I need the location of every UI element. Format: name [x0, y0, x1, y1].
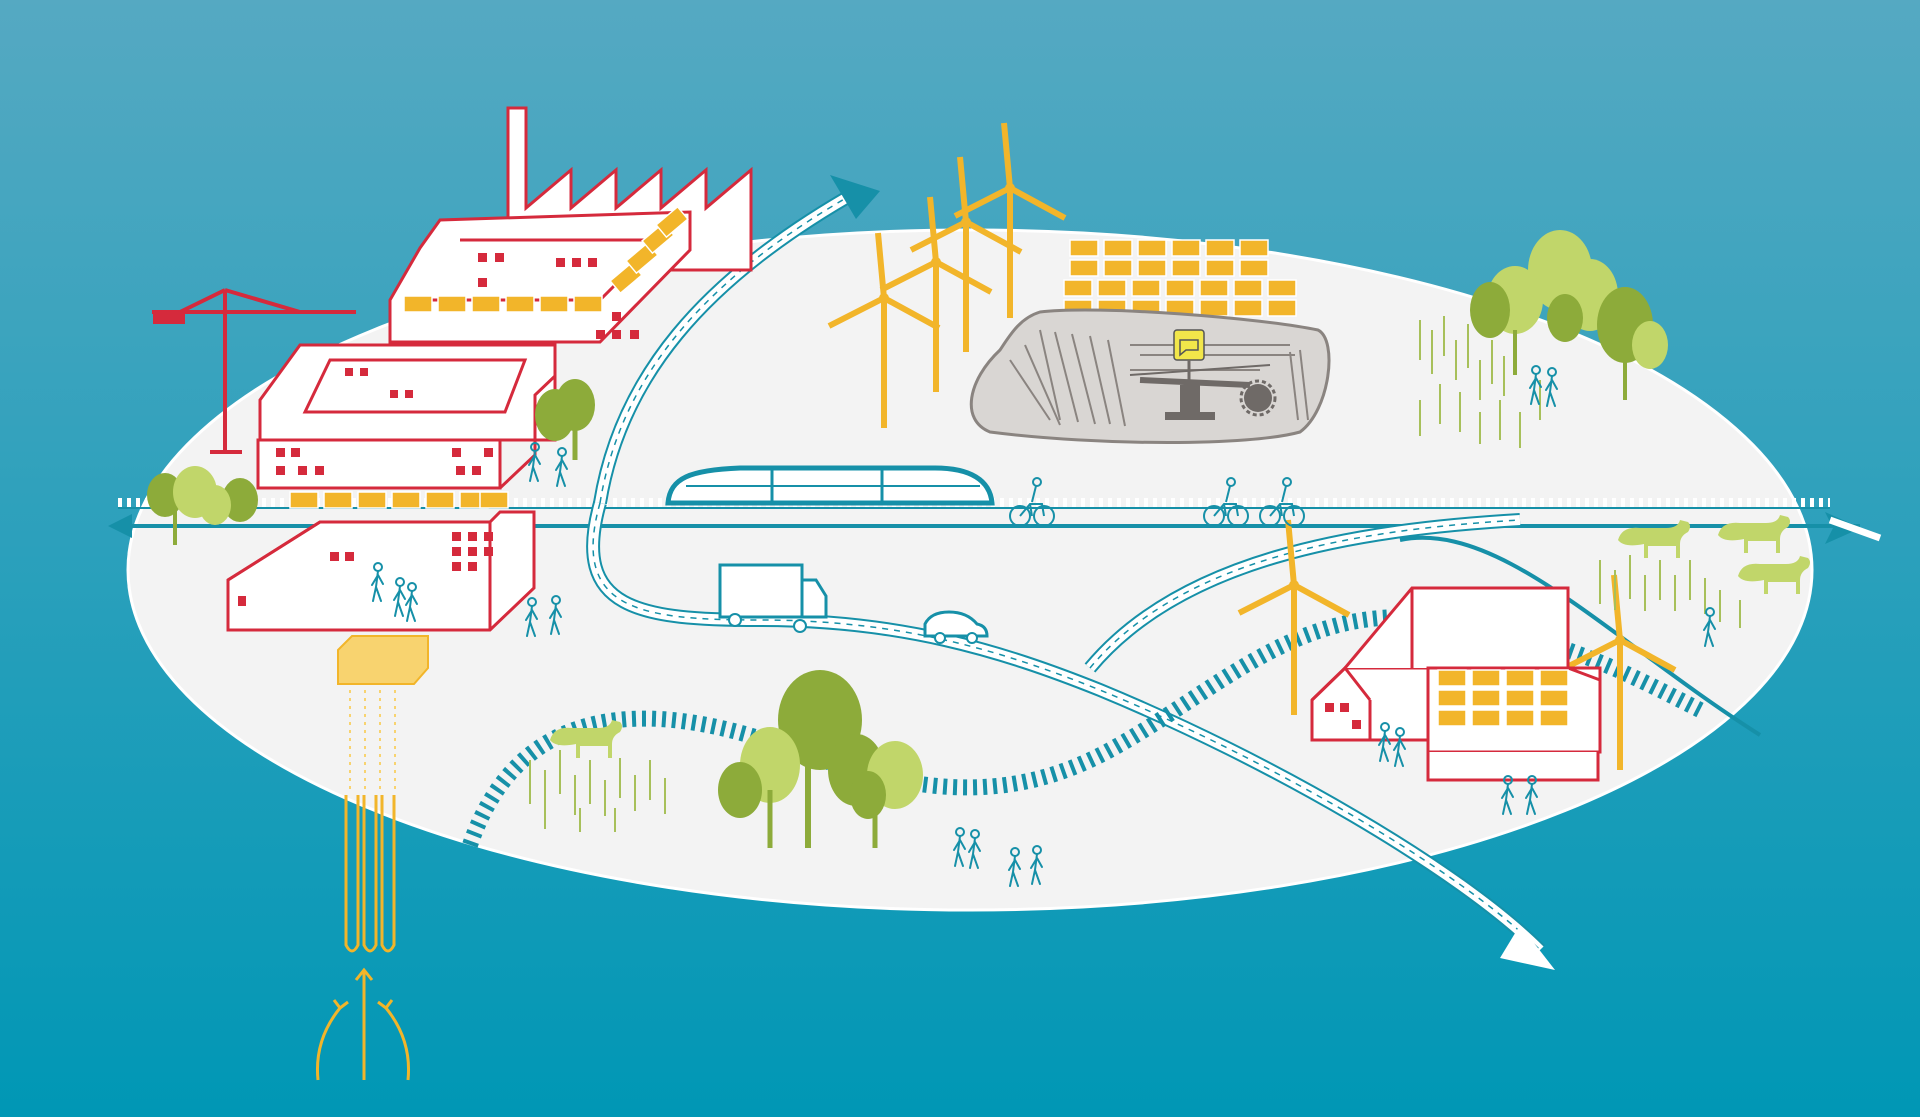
road-icon — [586, 175, 1555, 970]
farmhouse-icon — [1310, 586, 1602, 782]
open-pit-mine-icon — [969, 308, 1331, 444]
bucket-wheel-excavator-icon — [1129, 329, 1277, 420]
geothermal-probe-icon — [315, 635, 429, 1081]
factory-icon — [388, 106, 753, 344]
grass-field — [529, 316, 1741, 832]
office-building — [256, 343, 557, 490]
car-icon — [923, 610, 989, 644]
crane-icon — [152, 288, 356, 454]
train-icon — [665, 465, 995, 506]
tree-icon — [147, 230, 1668, 848]
truck-icon — [718, 563, 828, 633]
